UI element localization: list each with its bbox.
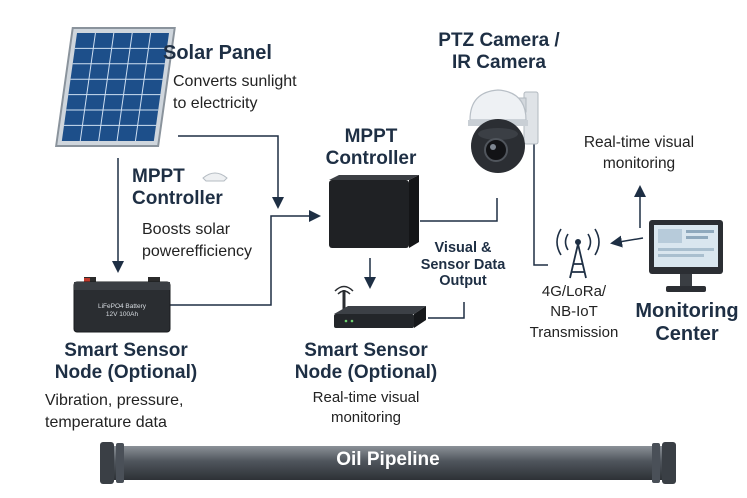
transmission-label-line2: NB-IoT [550, 303, 598, 321]
antenna-tower-icon [556, 228, 600, 279]
battery-label-line1: LiFePO4 Battery [97, 303, 147, 310]
transmission-label-line3: Transmission [529, 323, 619, 341]
mppt-left-title: MPPT Controller [132, 166, 223, 210]
realtime-label: Real-time visual monitoring [566, 133, 712, 175]
line-sensor-to-output [428, 302, 465, 319]
output-label-line2: Sensor Data [420, 256, 506, 273]
sensor-center-desc-line2: monitoring [330, 409, 402, 427]
solar-panel-desc-line2: to electricity [173, 94, 258, 112]
small-controller-icon [202, 172, 228, 182]
mppt-center-title-line1: MPPT [344, 126, 398, 147]
solar-panel-title: Solar Panel [163, 42, 272, 64]
sensor-center-desc-line1: Real-time visual [312, 389, 420, 406]
mppt-left-title-line2: Controller [132, 187, 223, 209]
line-solar-to-mppt [178, 135, 284, 209]
sensor-left-desc-line2: temperature data [45, 413, 167, 431]
sensor-center-desc: Real-time visual monitoring [296, 388, 436, 429]
mppt-controller-icon [329, 175, 419, 248]
sensor-router-icon [334, 285, 426, 328]
monitoring-center-title-line2: Center [655, 323, 719, 345]
output-label: Visual & Sensor Data Output [414, 240, 512, 290]
sensor-left-title: Smart Sensor Node (Optional) [36, 340, 216, 384]
sensor-center-title-line1: Smart Sensor [304, 340, 428, 361]
mppt-left-desc: Boosts solar powerefficiency [142, 219, 252, 262]
battery-icon [73, 277, 171, 333]
output-label-line3: Output [439, 273, 487, 290]
battery-label-line2: 12V 100Ah [105, 311, 139, 319]
oil-pipeline [100, 442, 676, 484]
solar-panel-desc-line1: Converts sunlight [173, 73, 297, 90]
realtime-label-line1: Real-time visual [583, 134, 695, 151]
sensor-left-desc: Vibration, pressure, temperature data [45, 390, 183, 433]
sensor-left-desc-line1: Vibration, pressure, [45, 392, 184, 409]
solar-panel-desc: Converts sunlight to electricity [173, 71, 297, 114]
line-camera-to-tower [533, 120, 548, 266]
output-label-line1: Visual & [434, 240, 492, 256]
solar-panel-icon [55, 27, 176, 147]
camera-title-line2: IR Camera [452, 51, 546, 73]
sensor-left-title-line1: Smart Sensor [64, 340, 188, 361]
transmission-label: 4G/LoRa/ NB-IoT Transmission [520, 282, 628, 343]
mppt-left-desc-line1: Boosts solar [142, 221, 231, 238]
line-battery-to-mppt [168, 210, 321, 306]
transmission-label-line1: 4G/LoRa/ [541, 283, 607, 300]
mppt-left-desc-line2: powerefficiency [142, 242, 252, 260]
battery-label: LiFePO4 Battery 12V 100Ah [84, 303, 160, 320]
realtime-label-line2: monitoring [602, 154, 676, 172]
sensor-left-title-line2: Node (Optional) [54, 361, 198, 383]
camera-title: PTZ Camera / IR Camera [425, 30, 573, 74]
monitoring-center-title: Monitoring Center [622, 300, 747, 346]
monitor-icon [649, 220, 723, 292]
pipeline-label: Oil Pipeline [336, 449, 440, 470]
mppt-center-title: MPPT Controller [316, 126, 426, 170]
mppt-center-title-line2: Controller [325, 147, 417, 169]
line-mppt-to-camera [420, 198, 498, 222]
sensor-center-title: Smart Sensor Node (Optional) [282, 340, 450, 384]
line-monitor-to-tower [610, 235, 644, 248]
sensor-center-title-line2: Node (Optional) [294, 361, 438, 383]
camera-title-line1: PTZ Camera / [438, 30, 560, 51]
mppt-left-title-line1: MPPT [132, 166, 185, 187]
ptz-camera-icon [468, 89, 539, 173]
monitoring-center-title-line1: Monitoring [635, 300, 739, 322]
